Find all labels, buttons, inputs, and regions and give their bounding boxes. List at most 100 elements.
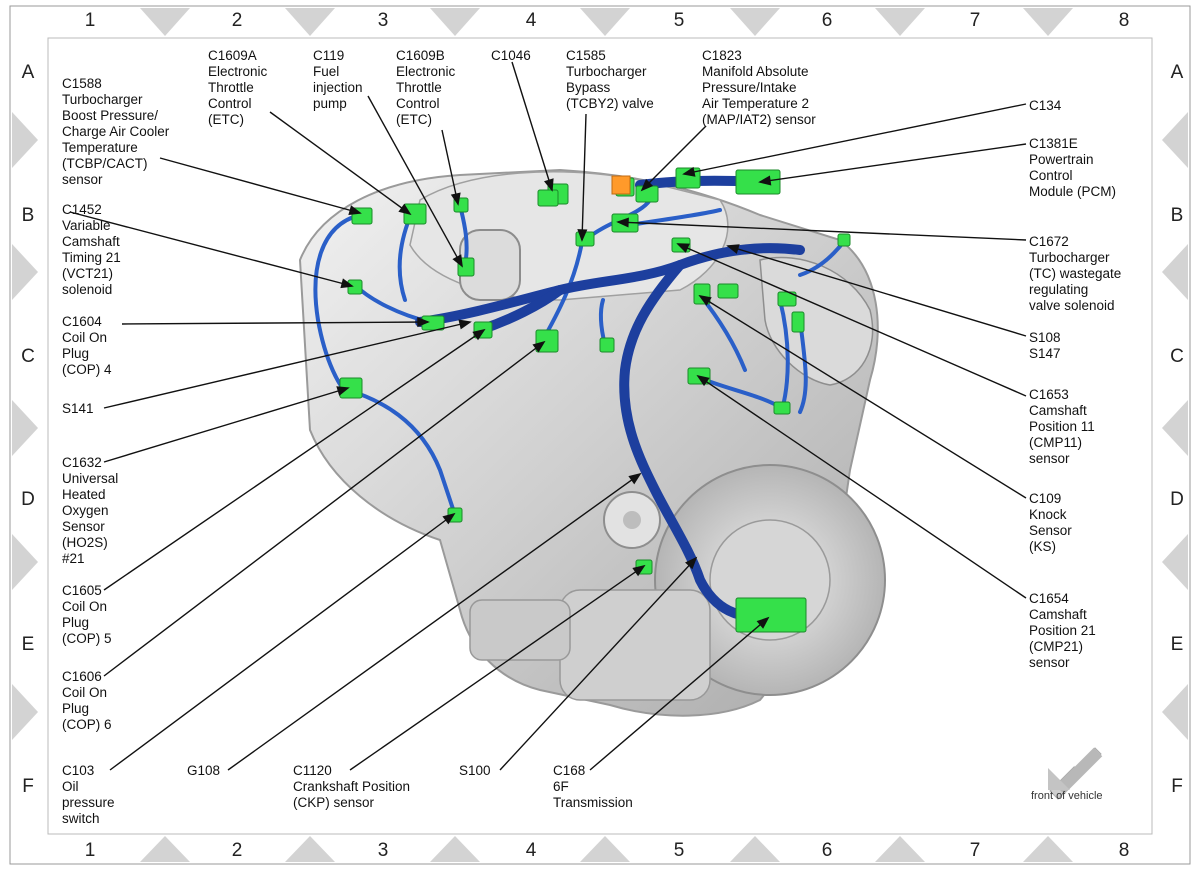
callout-line: (MAP/IAT2) sensor (702, 112, 816, 127)
connector (791, 311, 805, 333)
grid-col-label-top: 3 (378, 10, 389, 31)
callout-line: Control (1029, 168, 1073, 183)
leader-line (69, 211, 353, 287)
grid-col-label-top: 6 (822, 10, 833, 31)
leader-arrowhead (442, 512, 456, 525)
grid-row-label-left: A (22, 62, 35, 83)
callout-line: Fuel (313, 64, 340, 79)
callout-line: sensor (62, 172, 103, 187)
leader-arrowhead (628, 472, 642, 485)
grid-row-label-left: F (22, 776, 34, 797)
callout-line: C119 (313, 48, 345, 63)
connector-orange (611, 175, 631, 195)
grid-col-label-bottom: 1 (85, 840, 96, 861)
callout-line: Temperature (62, 140, 138, 155)
callout-line: C134 (1029, 98, 1062, 113)
callout-line: (TCBP/CACT) (62, 156, 148, 171)
leader-line (349, 565, 645, 771)
callout-line: Plug (62, 346, 90, 361)
leader-line (109, 513, 455, 771)
callout-line: C1823 (702, 48, 742, 63)
frame-border (9, 5, 1191, 865)
connector (599, 337, 615, 353)
callout-line: Pressure/Intake (702, 80, 797, 95)
leader-arrowhead (348, 205, 362, 216)
leader-line (759, 143, 1027, 183)
leader-line (727, 245, 1027, 337)
callout-line: Universal (62, 471, 119, 486)
engine-upper-cover (409, 171, 729, 301)
connector (717, 283, 739, 299)
callout-line: Position 21 (1029, 623, 1096, 638)
callout-line: Electronic (396, 64, 456, 79)
callout-line: Variable (62, 218, 111, 233)
leader-line (697, 375, 1027, 599)
leader-line (589, 617, 769, 771)
callout-line: Sensor (62, 519, 105, 534)
callout-line: Throttle (208, 80, 254, 95)
grid-col-label-top: 5 (674, 10, 685, 31)
grid-col-label-top: 4 (526, 10, 537, 31)
callout-line: Plug (62, 615, 90, 630)
connector (537, 189, 559, 207)
frame-triangle-left (12, 400, 38, 456)
callout-line: Electronic (208, 64, 268, 79)
grid-col-label-bottom: 7 (970, 840, 981, 861)
frame-triangle-top (1023, 8, 1073, 36)
callout-line: Oxygen (62, 503, 109, 518)
grid-row-label-right: D (1170, 489, 1184, 510)
callout-line: Boost Pressure/ (62, 108, 159, 123)
frame-triangle-left (12, 244, 38, 300)
frame-triangles (12, 8, 1188, 862)
grid-row-label-right: C (1170, 346, 1184, 367)
callout-line: Control (208, 96, 252, 111)
leader-arrowhead (676, 243, 690, 253)
callout-line: C1046 (491, 48, 531, 63)
leader-arrowhead (398, 203, 412, 216)
leader-line (699, 295, 1027, 499)
leader-line (103, 387, 349, 463)
connector (773, 401, 791, 415)
leader-line (581, 113, 587, 241)
callout-line: sensor (1029, 451, 1070, 466)
callout-line: Turbocharger (566, 64, 647, 79)
grid-col-label-top: 1 (85, 10, 96, 31)
callout-line: Camshaft (62, 234, 120, 249)
connectors (339, 167, 851, 633)
callout-line: injection (313, 80, 363, 95)
leader-arrowhead (616, 217, 629, 228)
grid-col-label-top: 2 (232, 10, 243, 31)
leader-line (617, 221, 1027, 241)
callout-line: Coil On (62, 599, 108, 614)
callout-s141: S141 (62, 401, 94, 417)
callout-line: Air Temperature 2 (702, 96, 810, 111)
callout-line: C1605 (62, 583, 102, 598)
grid-row-label-right: F (1171, 776, 1183, 797)
front-arrow-icon (1048, 747, 1103, 800)
callout-c134: C134 (1029, 98, 1061, 114)
callout-line: Position 11 (1029, 419, 1095, 434)
leader-arrowhead (450, 192, 461, 206)
callout-line: (HO2S) (62, 535, 108, 550)
connector (837, 233, 851, 247)
callout-line: Knock (1029, 507, 1067, 522)
callout-line: Plug (62, 701, 90, 716)
callout-line: G108 (187, 763, 221, 778)
leader-line (103, 329, 485, 591)
callout-line: S141 (62, 401, 94, 416)
connector (735, 169, 781, 195)
callout-line: Heated (62, 487, 106, 502)
callout-line: switch (62, 811, 100, 826)
leader-arrowhead (340, 278, 354, 289)
connector (347, 279, 363, 295)
callout-line: Coil On (62, 685, 108, 700)
